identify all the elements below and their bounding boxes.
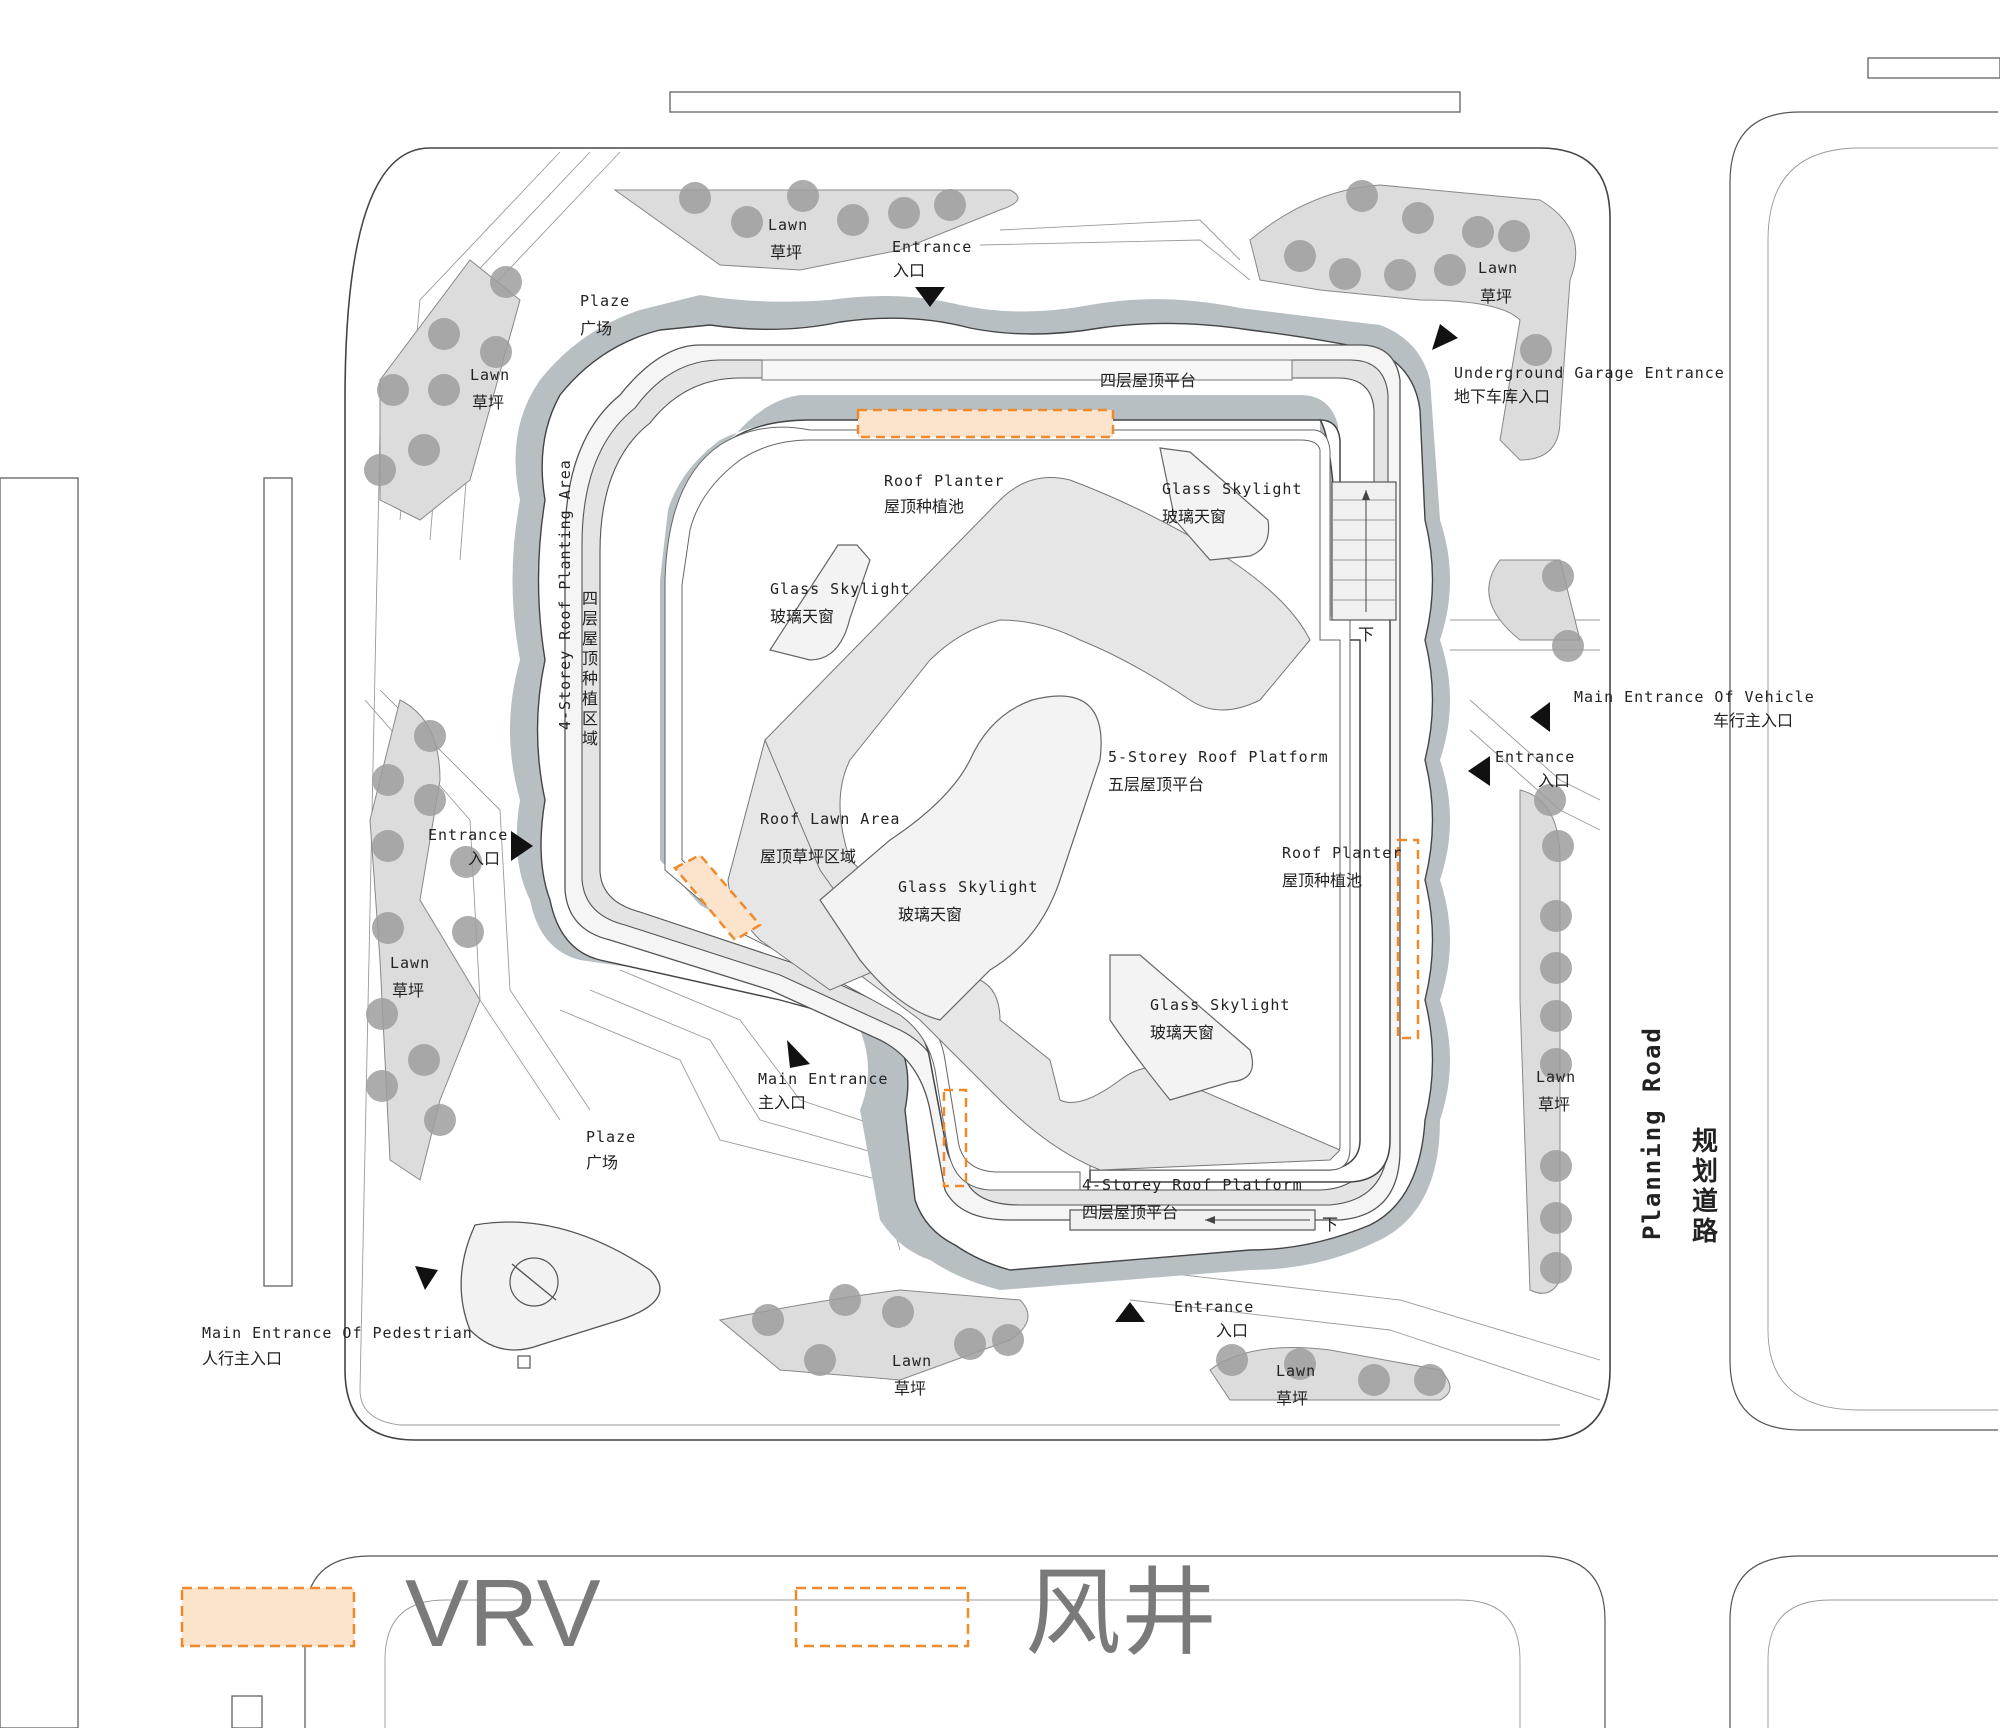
lawn-e-en: Lawn (1536, 1068, 1576, 1086)
lawn-se-cn: 草坪 (1276, 1389, 1308, 1408)
roof-planter-n-en: Roof Planter (884, 472, 1004, 490)
entrance-s-cn: 入口 (1216, 1321, 1248, 1340)
pedestrian-en: Main Entrance Of Pedestrian (202, 1324, 473, 1342)
down-label-1: 下 (1358, 625, 1374, 644)
road-cn-3: 道 (1692, 1186, 1718, 1217)
roof4-planting-en: 4-Storey Roof Planting Area (556, 459, 574, 730)
plaze-s-cn: 广场 (586, 1153, 618, 1172)
legend-shaft-label: 风井 (1025, 1560, 1217, 1667)
roof4-s-cn: 四层屋顶平台 (1082, 1203, 1178, 1222)
entrance-arrows (415, 287, 1550, 1322)
roof5-cn: 五层屋顶平台 (1108, 775, 1204, 794)
roof4-planting-cn: 四层屋顶种植区域 (582, 589, 598, 748)
entrance-e-cn: 入口 (1538, 771, 1570, 790)
vrv-zones (673, 408, 1115, 942)
lawn-bottom-en: Lawn (892, 1352, 932, 1370)
lawn-nw-en: Lawn (470, 366, 510, 384)
pedestrian-cn: 人行主入口 (202, 1349, 282, 1368)
vehicle-cn: 车行主入口 (1713, 711, 1793, 730)
legend-vrv-label: VRV (405, 1560, 601, 1667)
legend-vrv-swatch (180, 1586, 356, 1648)
legend-shaft-swatch (794, 1586, 970, 1648)
roof-planter-e-cn: 屋顶种植池 (1282, 871, 1362, 890)
entrance-n-cn: 入口 (893, 261, 925, 280)
roof-planter-e-en: Roof Planter (1282, 844, 1402, 862)
roof-lawn-cn: 屋顶草坪区域 (760, 847, 856, 866)
garage-cn: 地下车库入口 (1454, 387, 1550, 406)
shaft-zones (942, 838, 1420, 1188)
trees (364, 180, 1584, 1396)
road-cn-2: 划 (1692, 1157, 1718, 1187)
arrow-main-entrance (787, 1040, 810, 1068)
plaze-n-cn: 广场 (580, 319, 612, 338)
road-cn-4: 路 (1692, 1216, 1719, 1247)
roof-planter-n-cn: 屋顶种植池 (884, 497, 964, 516)
arrow-entrance-e (1468, 756, 1490, 786)
skylight-ne-en: Glass Skylight (1162, 480, 1302, 498)
skylight-c-cn: 玻璃天窗 (898, 905, 962, 924)
lawn-ne-cn: 草坪 (1480, 287, 1512, 306)
skylights (769, 447, 1270, 1101)
pedestrian-feature (460, 1221, 661, 1369)
main-entrance-cn: 主入口 (758, 1093, 806, 1112)
entrance-e-en: Entrance (1495, 748, 1575, 766)
lawn-top-en: Lawn (768, 216, 808, 234)
entrance-s-en: Entrance (1174, 1298, 1254, 1316)
lawn-bottom-cn: 草坪 (894, 1379, 926, 1398)
site-labels: Lawn 草坪 Entrance 入口 Plaze 广场 Lawn 草坪 Law… (202, 216, 1815, 1408)
entrance-w-cn: 入口 (468, 849, 500, 868)
roof5-en: 5-Storey Roof Platform (1108, 748, 1329, 766)
roof4-top-strip (761, 359, 1293, 381)
lawn-w-cn: 草坪 (392, 981, 424, 1000)
legend: VRV 风井 (180, 1560, 1217, 1667)
down-label-2: 下 (1322, 1215, 1338, 1234)
plaze-n-en: Plaze (580, 292, 630, 310)
lawn-top-cn: 草坪 (770, 243, 802, 262)
skylight-c-en: Glass Skylight (898, 878, 1038, 896)
roof-labels: 四层屋顶平台 Roof Planter 屋顶种植池 Glass Skylight… (556, 371, 1402, 1234)
roof-lawn-en: Roof Lawn Area (760, 810, 900, 828)
entrance-n-en: Entrance (892, 238, 972, 256)
skylight-se-cn: 玻璃天窗 (1150, 1023, 1214, 1042)
skylight-nw-en: Glass Skylight (770, 580, 910, 598)
planning-road-label: Planning Road 规 划 道 路 (1638, 1026, 1719, 1247)
roof4-s-en: 4-Storey Roof Platform (1082, 1176, 1303, 1194)
skylight-se-en: Glass Skylight (1150, 996, 1290, 1014)
road-en: Planning Road (1638, 1026, 1666, 1240)
road-cn-1: 规 (1692, 1127, 1718, 1157)
entrance-w-en: Entrance (428, 826, 508, 844)
main-entrance-en: Main Entrance (758, 1070, 888, 1088)
roof4-top-cn: 四层屋顶平台 (1100, 371, 1196, 390)
stairs (1069, 481, 1397, 1231)
vehicle-en: Main Entrance Of Vehicle (1574, 688, 1815, 706)
plaze-s-en: Plaze (586, 1128, 636, 1146)
arrow-entrance-n (915, 287, 945, 307)
arrow-entrance-w (511, 831, 533, 861)
lawn-ne-en: Lawn (1478, 259, 1518, 277)
lawn-w-en: Lawn (390, 954, 430, 972)
arrow-pedestrian (415, 1266, 438, 1290)
lawn-e-cn: 草坪 (1538, 1095, 1570, 1114)
arrow-garage (1432, 324, 1458, 350)
skylight-nw-cn: 玻璃天窗 (770, 607, 834, 626)
arrow-vehicle (1530, 702, 1550, 732)
garage-en: Underground Garage Entrance (1454, 364, 1725, 382)
skylight-ne-cn: 玻璃天窗 (1162, 507, 1226, 526)
lawn-se-en: Lawn (1276, 1362, 1316, 1380)
lawn-nw-cn: 草坪 (472, 393, 504, 412)
arrow-entrance-s (1115, 1302, 1145, 1322)
